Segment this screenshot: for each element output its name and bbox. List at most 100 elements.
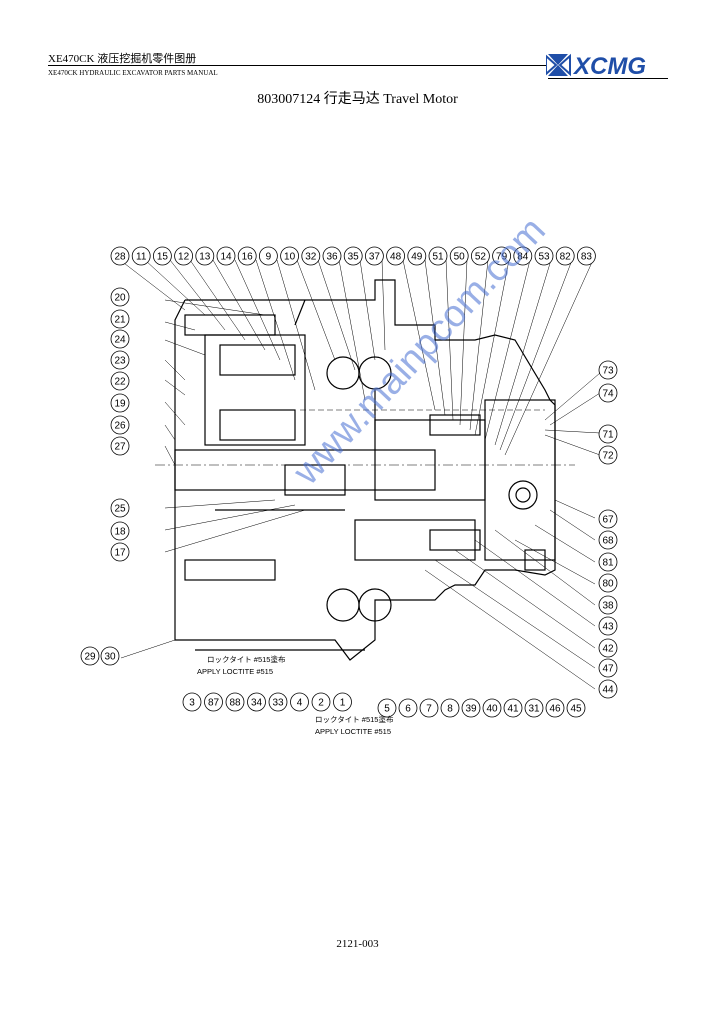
part-number-text: 26 xyxy=(114,421,126,432)
part-number-text: 21 xyxy=(114,315,126,326)
part-number-text: 7 xyxy=(426,704,432,715)
part-callout-52: 52 xyxy=(470,246,490,266)
part-number-text: 12 xyxy=(178,252,190,263)
part-number-text: 19 xyxy=(114,399,126,410)
part-number-text: 24 xyxy=(114,335,126,346)
part-number-text: 35 xyxy=(348,252,360,263)
part-callout-88: 88 xyxy=(225,692,245,712)
part-callout-72: 72 xyxy=(598,445,618,465)
part-callout-15: 15 xyxy=(153,246,172,266)
part-callout-38: 38 xyxy=(598,595,618,615)
part-callout-21: 21 xyxy=(110,309,130,329)
loctite-note-jp-1: ロックタイト #515塗布 xyxy=(207,654,286,664)
part-number-text: 84 xyxy=(517,252,529,263)
part-callout-39: 39 xyxy=(461,698,481,718)
part-number-text: 23 xyxy=(114,356,126,367)
part-callout-4: 4 xyxy=(290,692,309,712)
part-callout-27: 27 xyxy=(110,436,130,456)
xcmg-logo: XCMG xyxy=(546,53,646,78)
part-number-text: 31 xyxy=(528,704,540,715)
part-callout-43: 43 xyxy=(598,616,618,636)
part-number-text: 53 xyxy=(538,252,550,263)
part-callout-11: 11 xyxy=(131,246,151,266)
part-callout-53: 53 xyxy=(534,246,554,266)
part-number-text: 4 xyxy=(297,698,303,709)
part-number-text: 48 xyxy=(390,252,402,263)
part-number-text: 74 xyxy=(602,389,614,400)
part-callout-33: 33 xyxy=(268,692,288,712)
part-callout-12: 12 xyxy=(174,246,193,266)
part-callout-87: 87 xyxy=(204,692,223,712)
part-callout-51: 51 xyxy=(428,246,448,266)
part-callout-1: 1 xyxy=(333,692,352,712)
part-number-text: 11 xyxy=(136,252,147,263)
part-number-text: 41 xyxy=(507,704,519,715)
part-callout-84: 84 xyxy=(513,246,533,266)
part-number-text: 10 xyxy=(284,252,296,263)
part-callout-8: 8 xyxy=(440,698,460,718)
part-callout-32: 32 xyxy=(301,246,321,266)
part-callout-47: 47 xyxy=(598,658,618,678)
part-number-text: 1 xyxy=(340,698,346,709)
part-number-text: 50 xyxy=(454,252,466,263)
part-number-text: 88 xyxy=(229,698,241,709)
part-number-text: 42 xyxy=(602,644,614,655)
manual-subtitle: XE470CK HYDRAULIC EXCAVATOR PARTS MANUAL xyxy=(48,69,218,77)
part-callout-44: 44 xyxy=(598,679,618,699)
part-callout-13: 13 xyxy=(195,246,215,266)
part-number-text: 81 xyxy=(602,558,614,569)
loctite-note-jp-2: ロックタイト #515塗布 xyxy=(315,714,394,724)
part-number-text: 6 xyxy=(405,704,411,715)
part-number-text: 46 xyxy=(549,704,561,715)
part-number-text: 40 xyxy=(486,704,498,715)
housing-outline xyxy=(174,279,556,661)
part-callout-25: 25 xyxy=(110,498,130,518)
part-callout-2: 2 xyxy=(311,692,331,712)
part-callout-68: 68 xyxy=(598,530,618,550)
loctite-note-en-2: APPLY LOCTITE #515 xyxy=(315,727,391,736)
part-number-text: 49 xyxy=(411,252,423,263)
part-number-text: 38 xyxy=(602,601,614,612)
part-number-text: 16 xyxy=(242,252,254,263)
part-callout-30: 30 xyxy=(100,646,120,666)
part-callout-71: 71 xyxy=(598,424,618,444)
part-number-text: 13 xyxy=(199,252,211,263)
part-number-text: 20 xyxy=(114,293,126,304)
part-number-text: 34 xyxy=(251,698,263,709)
part-number-text: 14 xyxy=(220,252,232,263)
part-number-text: 32 xyxy=(305,252,317,263)
part-callout-16: 16 xyxy=(237,246,257,266)
document-title: 803007124 行走马达 Travel Motor xyxy=(257,92,458,107)
part-callout-9: 9 xyxy=(258,246,278,266)
part-number-text: 3 xyxy=(189,698,195,709)
part-callout-5: 5 xyxy=(377,698,397,718)
part-callout-23: 23 xyxy=(110,350,130,370)
part-callout-74: 74 xyxy=(598,383,618,403)
part-number-text: 15 xyxy=(157,252,169,263)
part-number-text: 67 xyxy=(602,515,614,526)
manual-title: XE470CK 液压挖掘机零件图册 xyxy=(48,53,197,65)
part-callout-34: 34 xyxy=(247,692,266,712)
part-callout-80: 80 xyxy=(598,573,618,593)
part-callout-26: 26 xyxy=(110,415,130,435)
part-callout-31: 31 xyxy=(524,698,544,718)
part-number-text: 44 xyxy=(602,685,614,696)
part-number-text: 43 xyxy=(602,622,614,633)
header-rule-right xyxy=(548,78,668,79)
header-rule xyxy=(48,65,548,66)
part-number-text: 29 xyxy=(84,652,96,663)
part-number-text: 33 xyxy=(272,698,284,709)
part-number-text: 52 xyxy=(475,252,487,263)
part-number-text: 22 xyxy=(114,377,126,388)
part-number-text: 73 xyxy=(602,366,614,377)
part-number-text: 47 xyxy=(602,664,614,675)
part-callout-6: 6 xyxy=(398,698,418,718)
part-number-text: 27 xyxy=(114,442,126,453)
part-callout-45: 45 xyxy=(566,698,586,718)
part-callout-22: 22 xyxy=(110,371,130,391)
